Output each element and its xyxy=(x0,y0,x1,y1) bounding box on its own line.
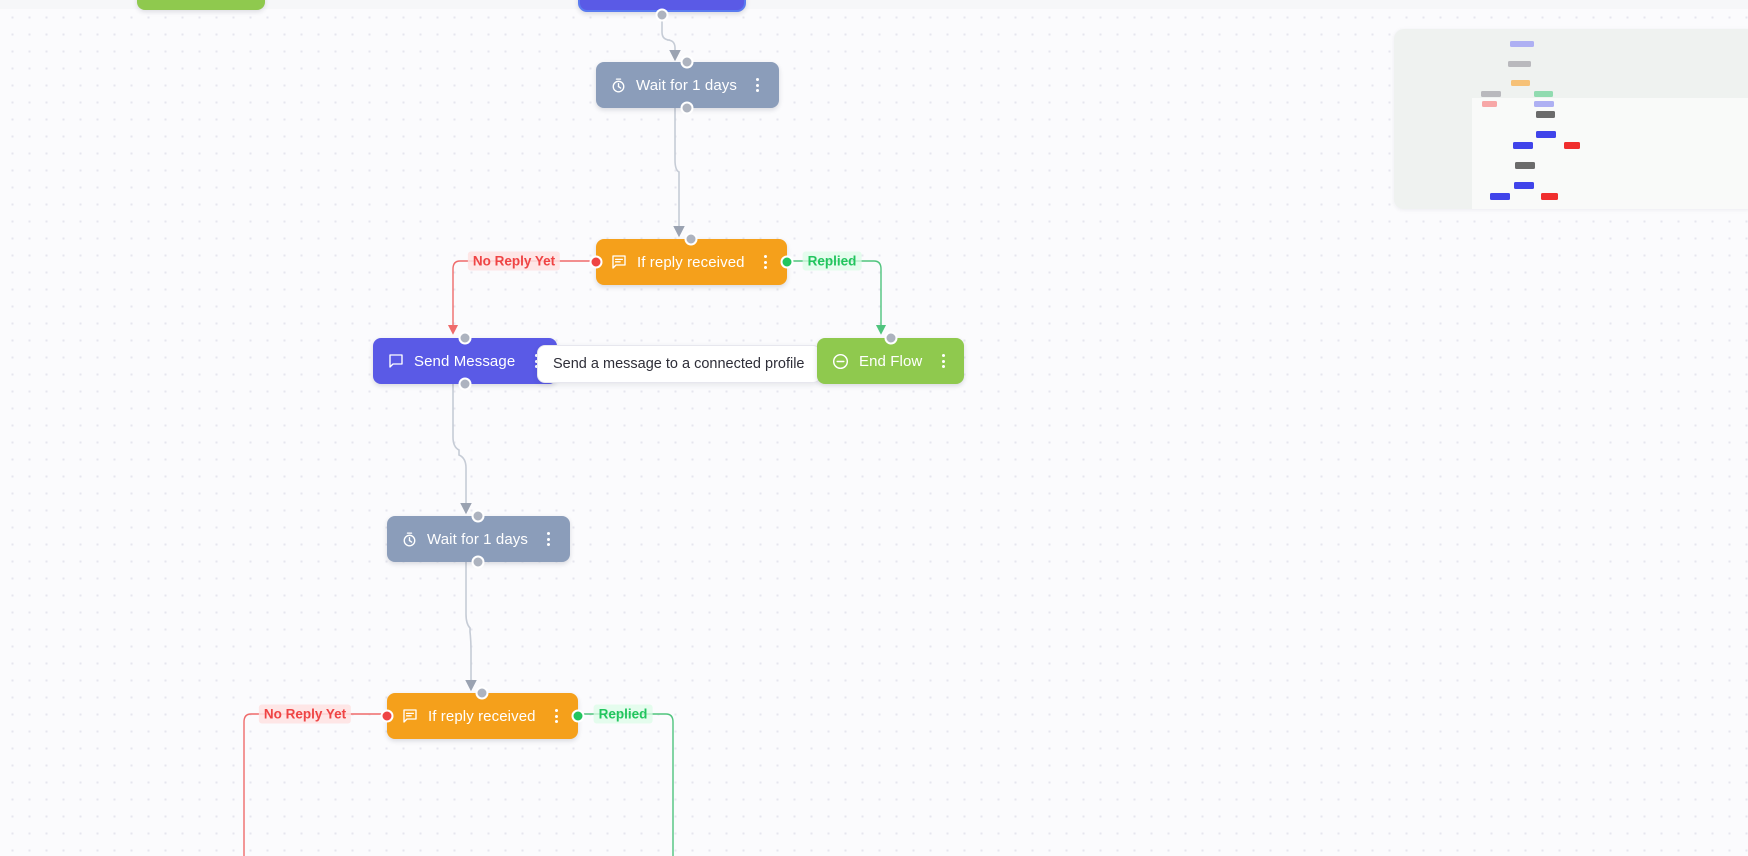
minimap-node xyxy=(1508,61,1531,67)
minimap-node xyxy=(1482,101,1497,107)
handle-target-top[interactable] xyxy=(458,331,472,345)
node-label: Wait for 1 days xyxy=(636,76,737,94)
handle-target-top[interactable] xyxy=(884,331,898,345)
edge-label-replied-upper[interactable]: Replied xyxy=(802,251,862,271)
handle-target-top[interactable] xyxy=(684,232,698,246)
node-label: End Flow xyxy=(859,352,923,370)
node-tooltip: Send a message to a connected profile xyxy=(537,345,821,383)
node-menu-icon[interactable] xyxy=(935,350,951,372)
minimap-node xyxy=(1536,111,1555,118)
chat-bubble-icon xyxy=(401,707,419,725)
handle-source-bottom[interactable] xyxy=(471,555,485,569)
minimap-node xyxy=(1490,193,1510,200)
minimap-node xyxy=(1513,142,1533,149)
node-menu-icon[interactable] xyxy=(758,251,774,273)
edge-label-no-reply-lower[interactable]: No Reply Yet xyxy=(258,704,352,724)
node-menu-icon[interactable] xyxy=(549,705,565,727)
handle-target-top[interactable] xyxy=(475,686,489,700)
minimap-node xyxy=(1510,41,1534,47)
node-wait-top[interactable]: Wait for 1 days xyxy=(596,55,779,115)
handle-source-bottom[interactable] xyxy=(458,377,472,391)
stopwatch-icon xyxy=(610,77,627,94)
node-if-reply-received-upper[interactable]: If reply received xyxy=(589,232,794,285)
node-end-flow-offscreen[interactable] xyxy=(137,0,265,10)
minimap-viewport[interactable] xyxy=(1472,98,1748,209)
handle-source-no-reply[interactable] xyxy=(589,255,603,269)
handle-target-top[interactable] xyxy=(680,55,694,69)
node-if-reply-received-lower[interactable]: If reply received xyxy=(380,686,585,739)
node-label: Wait for 1 days xyxy=(427,530,528,548)
stopwatch-icon xyxy=(401,531,418,548)
minimap-node xyxy=(1481,91,1501,97)
minimap-node xyxy=(1536,131,1556,138)
handle-source-replied[interactable] xyxy=(571,709,585,723)
minimap-node xyxy=(1564,142,1580,149)
flow-minimap[interactable] xyxy=(1394,29,1748,209)
chat-bubble-icon xyxy=(387,352,405,370)
node-menu-icon[interactable] xyxy=(750,74,766,96)
node-label: Send Message xyxy=(414,352,516,370)
edge-label-replied-lower[interactable]: Replied xyxy=(593,704,653,724)
handle-target-top[interactable] xyxy=(471,509,485,523)
minimap-node xyxy=(1514,182,1534,189)
minimap-node xyxy=(1511,80,1530,86)
node-menu-icon[interactable] xyxy=(541,528,557,550)
node-end-flow[interactable]: End Flow xyxy=(817,331,965,384)
node-wait-lower[interactable]: Wait for 1 days xyxy=(387,509,570,569)
handle-offscreen-blue-bottom[interactable] xyxy=(655,8,669,22)
node-send-message[interactable]: Send Message xyxy=(373,331,558,391)
minimap-node xyxy=(1534,91,1553,97)
chat-bubble-icon xyxy=(610,253,628,271)
canvas-top-strip xyxy=(0,0,1748,9)
minimap-node xyxy=(1515,162,1535,169)
tooltip-text: Send a message to a connected profile xyxy=(553,356,805,372)
handle-source-no-reply[interactable] xyxy=(380,709,394,723)
minus-circle-icon xyxy=(831,352,850,371)
edge-label-no-reply-upper[interactable]: No Reply Yet xyxy=(467,251,561,271)
minimap-node xyxy=(1534,101,1554,107)
node-label: If reply received xyxy=(428,707,536,725)
node-label: If reply received xyxy=(637,253,745,271)
handle-source-replied[interactable] xyxy=(780,255,794,269)
node-menu-icon[interactable] xyxy=(528,350,544,372)
minimap-node xyxy=(1541,193,1558,200)
handle-source-bottom[interactable] xyxy=(680,101,694,115)
